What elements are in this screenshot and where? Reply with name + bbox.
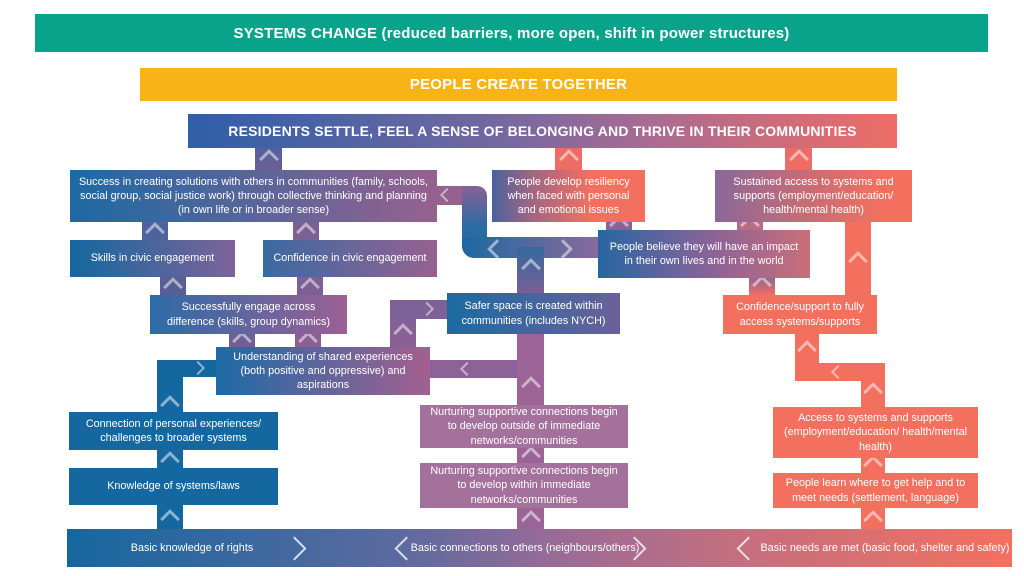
connector (293, 222, 319, 242)
chevron-up-icon (521, 376, 541, 396)
connector (861, 455, 885, 475)
box-success-creating-solutions: Success in creating solutions with other… (70, 170, 437, 222)
box-sustained-access: Sustained access to systems and supports… (715, 170, 912, 222)
connector (845, 222, 871, 296)
connector (517, 247, 544, 295)
connector (749, 275, 775, 296)
box-safer-space: Safer space is created within communitie… (447, 293, 620, 334)
box-develop-resiliency: People develop resiliency when faced wit… (492, 170, 645, 222)
systems-change-banner: SYSTEMS CHANGE (reduced barriers, more o… (35, 14, 988, 52)
chevron-left-icon (830, 364, 846, 380)
connector (437, 186, 463, 205)
chevron-up-icon (160, 509, 180, 529)
connector (142, 222, 168, 242)
chevron-up-icon (163, 277, 183, 297)
connector (160, 277, 186, 297)
connector (861, 508, 885, 530)
chevron-left-icon (459, 361, 475, 377)
chevron-up-icon (521, 258, 541, 278)
connector (517, 446, 544, 466)
connector (785, 148, 812, 171)
chevron-up-icon (393, 323, 413, 343)
chevron-left-icon (439, 187, 455, 203)
chevron-up-icon (296, 222, 316, 242)
bottom-section-basic-connections: Basic connections to others (neighbours/… (410, 541, 640, 554)
chevron-up-icon (863, 455, 883, 475)
box-confidence-civic-engagement: Confidence in civic engagement (263, 240, 437, 277)
chevron-up-icon (863, 382, 883, 402)
chevron-up-icon (300, 277, 320, 297)
connector (255, 148, 282, 171)
chevron-up-icon (863, 510, 883, 530)
chevron-right-icon (419, 301, 435, 317)
bottom-foundation-bar (67, 529, 1012, 567)
residents-settle-banner: RESIDENTS SETTLE, FEEL A SENSE OF BELONG… (188, 114, 897, 148)
chevron-right-icon (553, 239, 573, 259)
connector (297, 277, 323, 297)
box-people-believe-impact: People believe they will have an impact … (598, 230, 810, 278)
chevron-up-icon (259, 149, 279, 169)
box-nurturing-within: Nurturing supportive connections begin t… (420, 463, 628, 508)
connector (517, 508, 544, 530)
box-confidence-support-access: Confidence/support to fully access syste… (723, 295, 877, 334)
box-skills-civic-engagement: Skills in civic engagement (70, 240, 235, 277)
connector (737, 215, 763, 235)
connector (517, 334, 544, 405)
bottom-section-basic-needs: Basic needs are met (basic food, shelter… (760, 541, 1010, 554)
chevron-left-icon (487, 239, 507, 259)
box-knowledge-systems-laws: Knowledge of systems/laws (69, 468, 278, 505)
connector (157, 360, 217, 377)
connector (555, 148, 582, 171)
connector (462, 186, 487, 243)
connector (606, 215, 632, 235)
chevron-right-icon (190, 360, 206, 376)
chevron-up-icon (848, 251, 868, 271)
box-learn-where-get-help: People learn where to get help and to me… (773, 473, 978, 508)
box-connection-personal-experiences: Connection of personal experiences/ chal… (69, 412, 278, 450)
connector (295, 331, 321, 351)
chevron-up-icon (559, 149, 579, 169)
box-nurturing-outside: Nurturing supportive connections begin t… (420, 405, 628, 448)
connector (430, 360, 517, 378)
chevron-up-icon (752, 275, 772, 295)
connector (229, 331, 255, 351)
people-create-banner: PEOPLE CREATE TOGETHER (140, 68, 897, 101)
connector (861, 363, 885, 407)
box-engage-across-difference: Successfully engage across difference (s… (150, 295, 347, 334)
connector (390, 300, 447, 319)
chevron-up-icon (145, 222, 165, 242)
box-access-systems-supports: Access to systems and supports (employme… (773, 407, 978, 458)
box-understanding-shared-experiences: Understanding of shared experiences (bot… (216, 347, 430, 395)
chevron-up-icon (521, 510, 541, 530)
bottom-section-basic-rights: Basic knowledge of rights (130, 541, 254, 554)
chevron-up-icon (789, 149, 809, 169)
chevron-up-icon (797, 340, 817, 360)
